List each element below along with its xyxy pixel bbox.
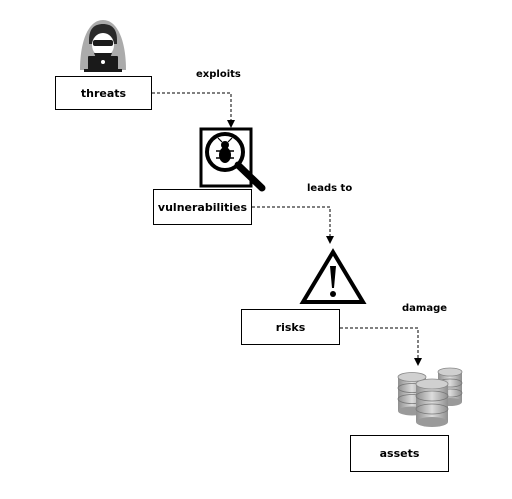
- node-risks: risks: [241, 309, 340, 345]
- node-threats-label: threats: [80, 86, 127, 100]
- node-assets-label: assets: [379, 447, 420, 460]
- edge-label-damage: damage: [402, 303, 448, 314]
- node-threats: threats: [55, 76, 152, 110]
- edge-label-exploits: exploits: [196, 69, 241, 80]
- edge-label-leads-to: leads to: [307, 183, 353, 194]
- connector-exploits: [152, 92, 235, 128]
- connector-damage: [340, 327, 422, 366]
- node-risks-label: risks: [275, 320, 306, 334]
- node-vulnerabilities: vulnerabilities: [153, 189, 252, 225]
- node-assets: assets: [350, 435, 449, 472]
- connector-leads-to: [252, 206, 334, 244]
- node-vulnerabilities-label: vulnerabilities: [157, 200, 248, 214]
